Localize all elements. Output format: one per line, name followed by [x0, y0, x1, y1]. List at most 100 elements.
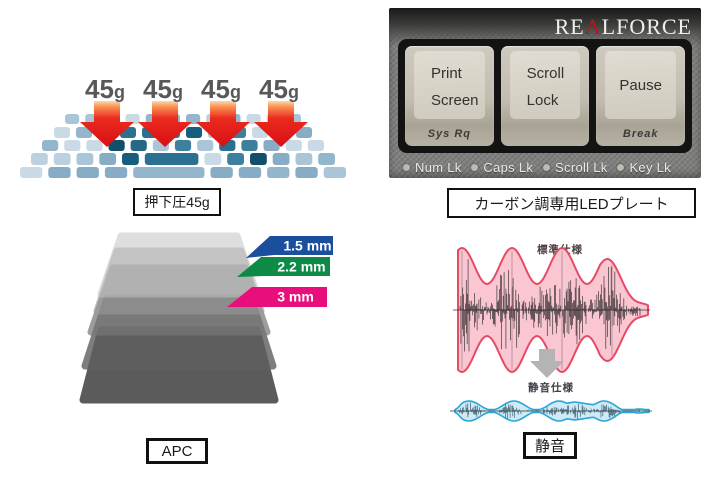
keyboard-key — [263, 140, 280, 151]
apc-panel: 1.5 mm 2.2 mm 3 mm — [79, 232, 333, 404]
indicator-scroll-lk: Scroll Lk — [543, 160, 608, 175]
keyboard-key — [104, 167, 128, 178]
press-arrow — [254, 101, 308, 147]
keyboard-key — [54, 127, 70, 138]
indicator-label: Caps Lk — [483, 160, 534, 175]
keycap-front-label: Break — [622, 128, 659, 140]
keycap-label: Scroll — [526, 65, 565, 82]
led-dot-icon — [617, 164, 625, 171]
apc-flag-label: 3 mm — [277, 289, 314, 305]
keyboard-key — [99, 153, 117, 165]
indicator-label: Scroll Lk — [555, 160, 608, 175]
keyboard-key — [186, 114, 201, 124]
down-arrow-icon — [530, 349, 564, 378]
indicator-label: Num Lk — [415, 160, 462, 175]
apc-flag — [246, 236, 333, 258]
keyboard-key — [86, 140, 103, 151]
press-force-panel: 45g 45g 45g 45g — [20, 74, 346, 178]
keycap-label: Screen — [431, 92, 479, 109]
indicator-label: Key Lk — [629, 160, 671, 175]
indicator-caps-lk: Caps Lk — [471, 160, 533, 175]
logo-accent: Λ — [584, 14, 602, 39]
logo-suffix: LFORCE — [601, 14, 692, 39]
press-arrow — [196, 101, 250, 147]
keyboard-key — [227, 153, 244, 165]
press-force-label: 45g — [259, 74, 299, 104]
keyboard-key — [307, 140, 324, 151]
keyboard-key — [125, 114, 140, 124]
standard-waveform — [453, 247, 650, 373]
keyboard-key — [210, 167, 233, 178]
keyboard-key — [133, 167, 205, 178]
apc-flag — [237, 257, 330, 277]
led-dot-icon — [403, 164, 410, 171]
caption-apc: APC — [146, 438, 208, 464]
keyboard-key — [204, 153, 222, 165]
apc-flag — [227, 287, 327, 307]
keyboard-key — [65, 114, 80, 124]
keyboard-key — [296, 127, 312, 138]
lock-indicator-row: Num Lk Caps Lk Scroll Lk Key Lk — [403, 160, 671, 175]
keycap-label: Print — [431, 65, 462, 82]
led-dot-icon — [543, 164, 551, 171]
press-arrow — [80, 101, 134, 147]
keyboard-key — [42, 140, 59, 151]
keyboard-key — [197, 140, 214, 151]
silent-waveform — [450, 400, 652, 422]
keyboard-key — [64, 140, 81, 151]
keyboard-key — [285, 140, 302, 151]
keyboard-key — [241, 140, 258, 151]
keyboard-key — [238, 167, 262, 178]
caption-silent: 静音 — [523, 432, 577, 459]
keyboard-key — [122, 153, 139, 165]
keyboard-key — [108, 140, 125, 151]
silent-panel: 標準仕様 静音仕様 — [450, 243, 652, 422]
keyboard-key — [295, 153, 313, 165]
keyboard-key — [31, 153, 48, 165]
keyboard-key — [272, 153, 290, 165]
keyboard-key — [130, 140, 147, 151]
waveform-spikes — [458, 402, 641, 420]
caption-press-force: 押下圧45g — [133, 188, 221, 216]
keyboard-key — [295, 167, 318, 178]
indicator-key-lk: Key Lk — [617, 160, 671, 175]
keyboard-key — [48, 167, 71, 178]
press-arrows: 45g 45g 45g 45g — [80, 74, 308, 147]
keyboard-key — [144, 153, 199, 165]
apc-flag-label: 1.5 mm — [283, 238, 331, 254]
realforce-logo: REΛLFORCE — [555, 16, 692, 38]
waveform-spikes — [459, 259, 641, 352]
logo-prefix: RE — [554, 14, 585, 39]
keyboard-key — [174, 140, 192, 151]
keyboard-key — [53, 153, 71, 165]
keyboard-key — [186, 127, 202, 138]
apc-layer — [97, 232, 261, 298]
keycap-front-label: Sys Rq — [427, 128, 471, 140]
caption-led-plate: カーボン調専用LEDプレート — [447, 188, 696, 218]
keyboard-key — [76, 153, 94, 165]
apc-flag-label: 2.2 mm — [277, 259, 325, 275]
keyboard-key — [323, 167, 346, 178]
silent-spec-label: 静音仕様 — [528, 381, 574, 394]
press-force-label: 45g — [85, 74, 125, 104]
press-arrow — [138, 101, 192, 147]
keyboard-key — [20, 167, 43, 178]
keycap-top: Pause — [605, 51, 677, 119]
keycap-label: Lock — [526, 92, 559, 109]
led-dot-icon — [471, 164, 479, 171]
keyboard-key — [267, 167, 290, 178]
keyboard-key — [318, 153, 335, 165]
keyboard-key — [76, 127, 92, 138]
press-force-label: 45g — [143, 74, 183, 104]
keyboard-key — [76, 167, 99, 178]
press-force-label: 45g — [201, 74, 241, 104]
keyboard-key — [250, 153, 267, 165]
